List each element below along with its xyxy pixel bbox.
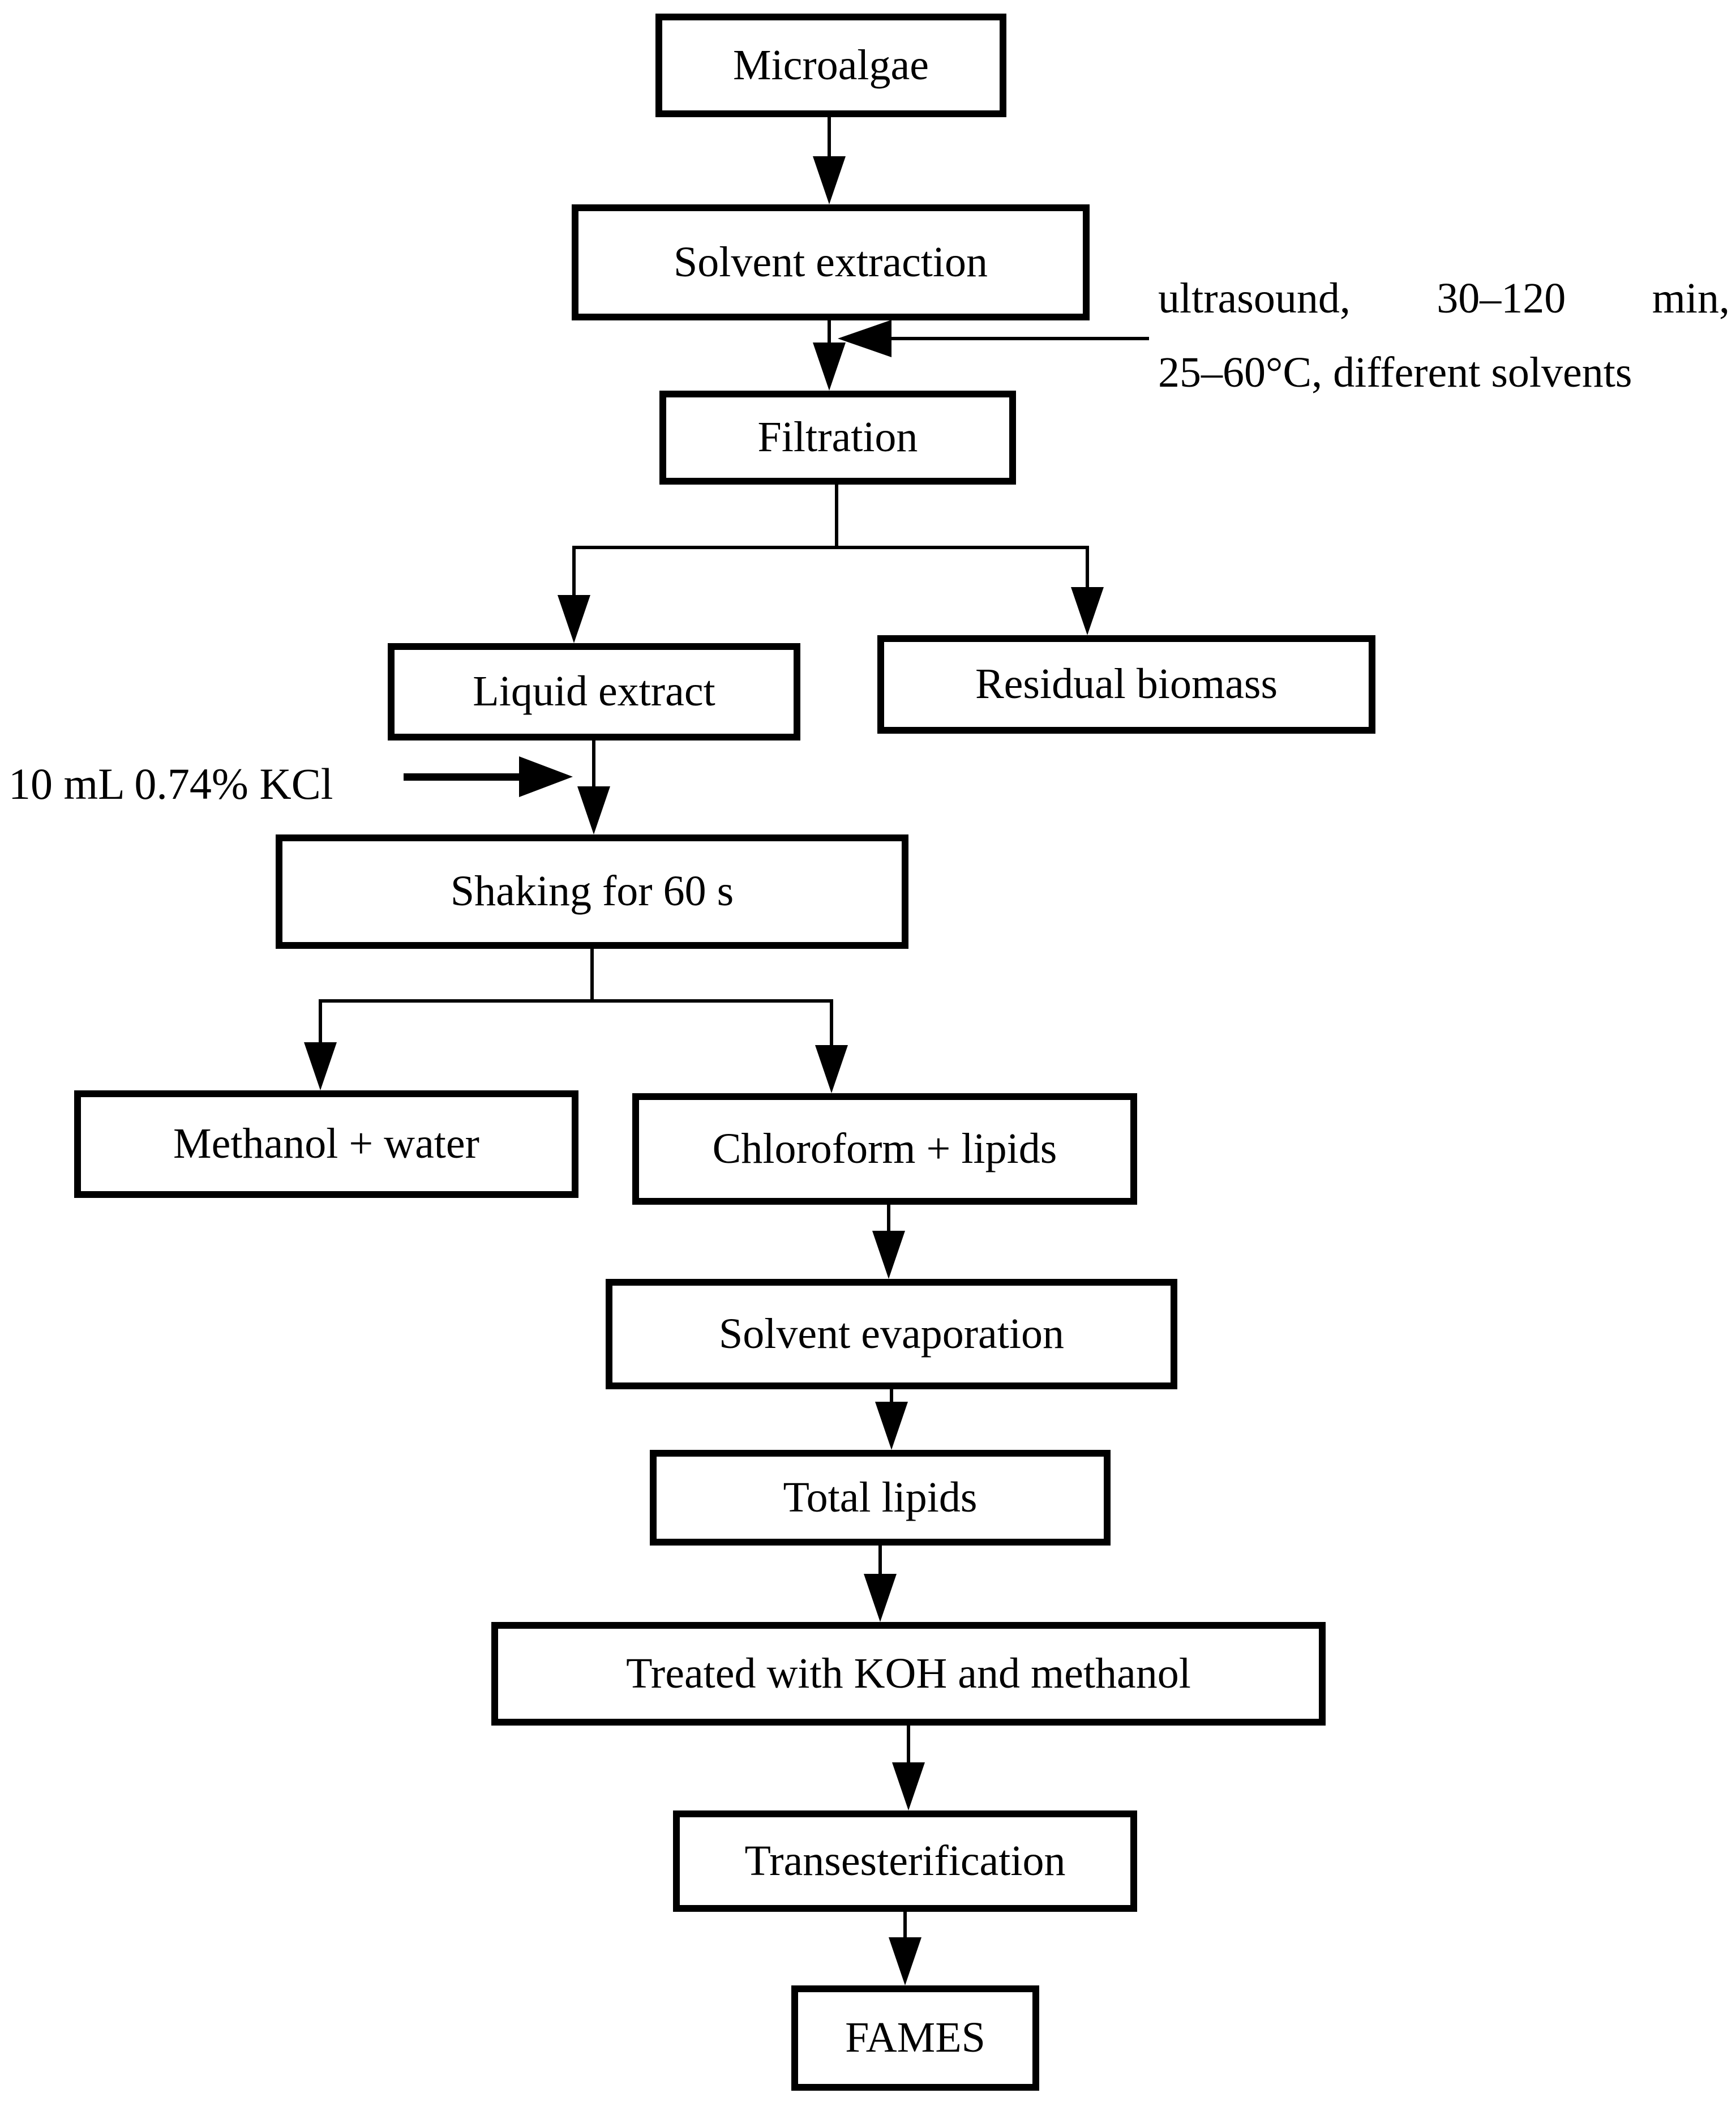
box-filtration: Filtration [659, 391, 1016, 485]
connector-filtration-branch [835, 485, 838, 549]
box-chloroform-lipids: Chloroform + lipids [632, 1093, 1137, 1205]
arrow-down-icon [889, 1937, 921, 1985]
connector-chloroform-evaporation [887, 1205, 890, 1233]
connector-evaporation-total-lipids [890, 1389, 893, 1404]
box-fames: FAMES [791, 1985, 1039, 2091]
arrow-down-icon [1071, 587, 1104, 635]
box-methanol-water: Methanol + water [74, 1090, 578, 1198]
arrow-right-icon [519, 756, 573, 797]
note-ultrasound-line2: 25–60°C, different solvents [1158, 348, 1632, 396]
box-treated-with-koh: Treated with KOH and methanol [491, 1622, 1326, 1726]
arrow-down-icon [304, 1042, 337, 1090]
branch-filtration [574, 546, 1089, 549]
branch-shaking [320, 999, 831, 1003]
box-microalgae: Microalgae [655, 14, 1006, 117]
arrow-down-icon [815, 1045, 848, 1093]
connector-transesterification-fames [903, 1912, 907, 1939]
arrow-left-icon [838, 320, 891, 357]
arrow-down-icon [864, 1574, 897, 1622]
box-shaking-for-60s: Shaking for 60 s [276, 834, 908, 949]
connector-total-lipids-koh [878, 1546, 882, 1576]
box-liquid-extract: Liquid extract [388, 643, 800, 740]
arrow-down-icon [875, 1402, 908, 1450]
connector-branch-liquid-extract [572, 546, 576, 597]
note-kcl: 10 mL 0.74% KCl [8, 759, 333, 808]
arrow-down-icon [813, 156, 846, 204]
arrow-down-icon [872, 1231, 905, 1279]
arrow-down-icon [558, 595, 590, 643]
note-ultrasound-line1: ultrasound, 30–120 min, [1158, 275, 1730, 322]
box-solvent-extraction: Solvent extraction [572, 204, 1090, 320]
connector-ultrasound-note [889, 337, 1149, 340]
box-solvent-evaporation: Solvent evaporation [606, 1279, 1177, 1389]
connector-solvent-filtration [828, 320, 831, 344]
note-ultrasound: ultrasound, 30–120 min, 25–60°C, differe… [1158, 262, 1730, 409]
connector-liquid-shaking [592, 740, 595, 788]
connector-branch-methanol-water [319, 999, 322, 1045]
connector-branch-chloroform-lipids [830, 999, 833, 1047]
connector-shaking-branch [590, 949, 594, 1003]
connector-branch-residual-biomass [1086, 546, 1089, 589]
box-residual-biomass: Residual biomass [877, 635, 1375, 734]
arrow-down-icon [892, 1762, 925, 1810]
box-transesterification: Transesterification [673, 1810, 1137, 1912]
connector-microalgae-solvent [828, 117, 831, 158]
box-total-lipids: Total lipids [650, 1450, 1111, 1546]
connector-kcl-note [404, 773, 522, 781]
connector-koh-transesterification [907, 1726, 910, 1764]
arrow-down-icon [577, 786, 610, 834]
